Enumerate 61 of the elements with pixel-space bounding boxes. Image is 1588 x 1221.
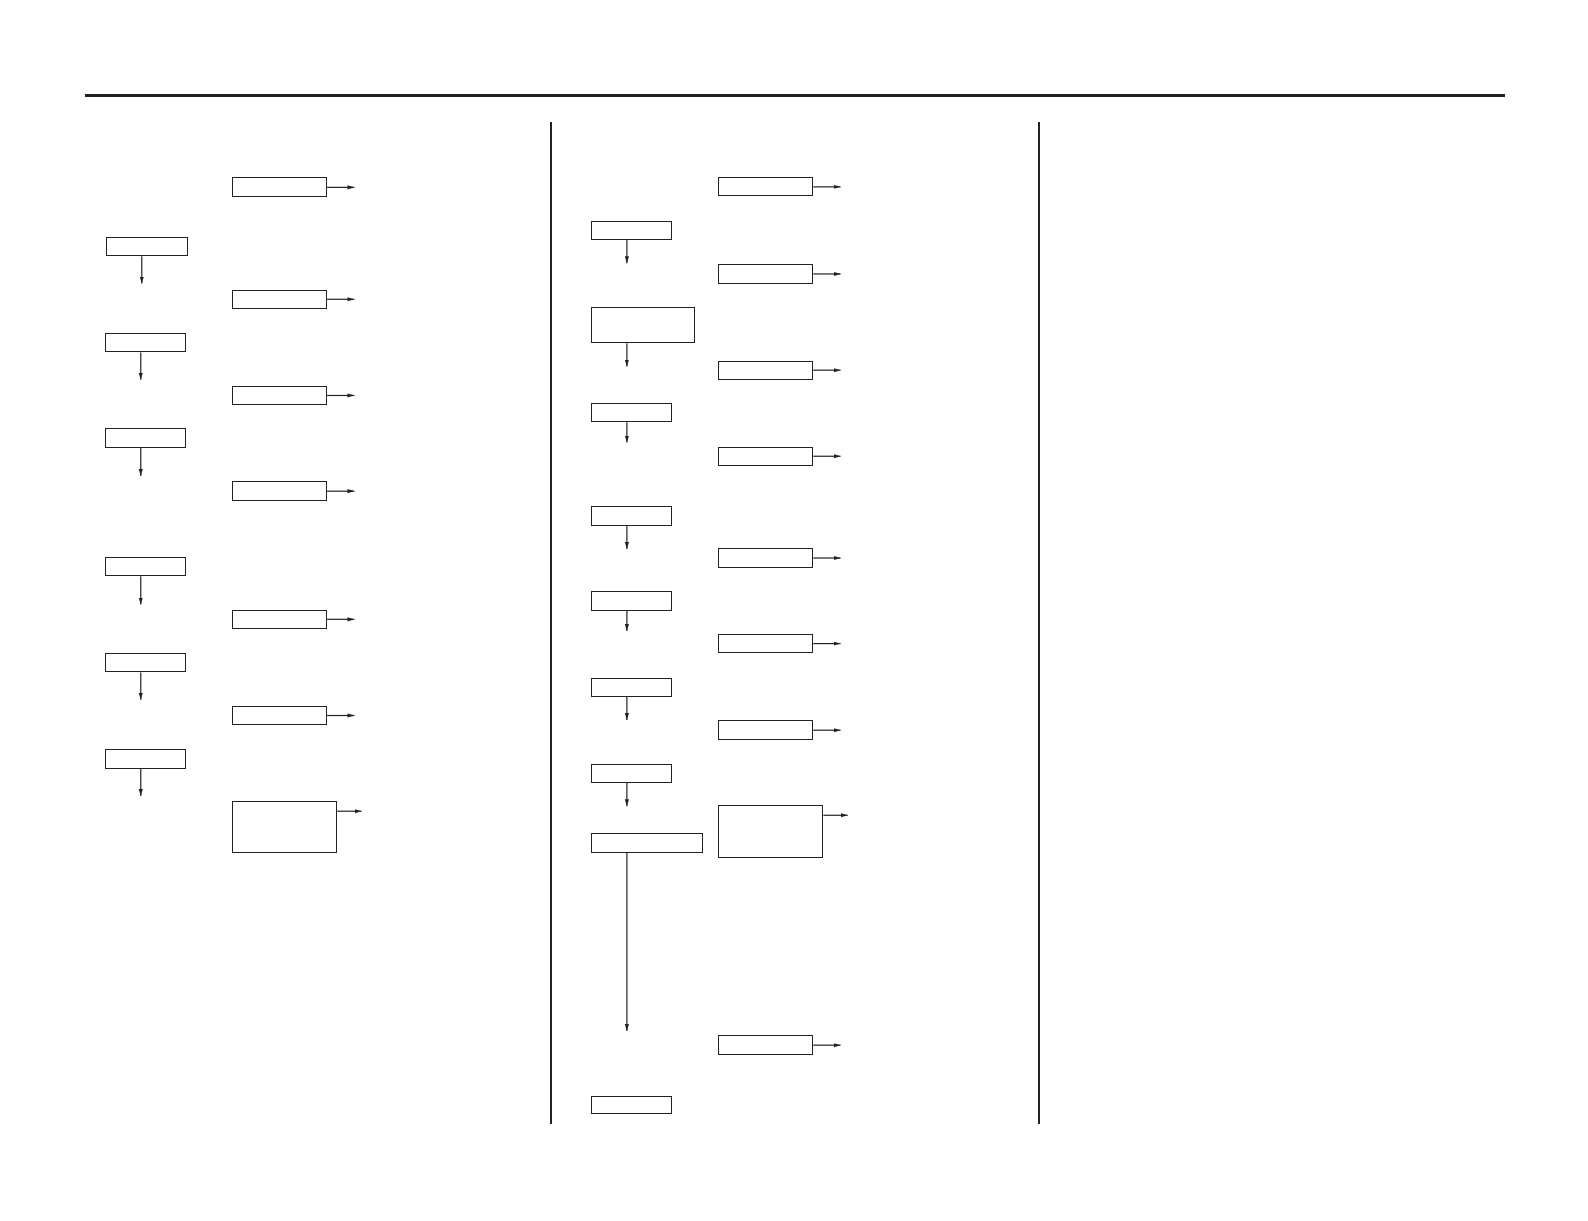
process-box xyxy=(591,833,703,853)
process-box xyxy=(718,264,814,284)
arrow xyxy=(326,393,356,398)
arrow xyxy=(624,852,629,1032)
process-box xyxy=(106,237,189,257)
process-box xyxy=(591,403,673,423)
process-box xyxy=(718,177,814,197)
arrow xyxy=(812,641,842,646)
process-box xyxy=(591,677,673,697)
process-box xyxy=(591,306,695,344)
arrow xyxy=(624,239,629,264)
arrow xyxy=(624,696,629,721)
arrow xyxy=(138,447,143,477)
arrow xyxy=(138,575,143,606)
process-box xyxy=(591,1095,673,1114)
arrow xyxy=(812,454,842,459)
process-box xyxy=(105,653,187,673)
process-box xyxy=(718,1035,814,1056)
arrow xyxy=(812,368,842,373)
process-box xyxy=(231,177,328,198)
process-box xyxy=(718,720,814,741)
process-box xyxy=(231,385,328,406)
process-box xyxy=(105,333,187,353)
arrow xyxy=(624,782,629,807)
arrow xyxy=(326,297,356,302)
process-box xyxy=(105,557,187,577)
arrow xyxy=(812,271,842,277)
process-box xyxy=(718,360,814,380)
process-box xyxy=(231,481,328,502)
process-box xyxy=(231,609,328,629)
process-box xyxy=(718,634,814,654)
arrow xyxy=(812,1043,842,1048)
arrow xyxy=(624,610,629,632)
arrow xyxy=(139,255,144,285)
process-box xyxy=(231,801,338,853)
arrow xyxy=(138,768,143,797)
process-box xyxy=(105,428,187,448)
process-box xyxy=(231,705,328,726)
process-box xyxy=(591,506,673,526)
arrow xyxy=(326,617,356,622)
process-box xyxy=(231,289,328,309)
arrow xyxy=(138,671,143,701)
process-box xyxy=(105,749,187,769)
arrow xyxy=(336,809,363,814)
arrow xyxy=(624,525,629,550)
arrow xyxy=(138,351,143,381)
process-box xyxy=(718,805,824,858)
arrow xyxy=(326,489,356,494)
arrow xyxy=(624,421,629,444)
arrow xyxy=(624,342,629,368)
arrow xyxy=(326,713,356,718)
arrow xyxy=(326,185,356,190)
arrow xyxy=(822,813,849,818)
process-box xyxy=(591,591,673,611)
process-box xyxy=(718,547,814,569)
process-box xyxy=(718,446,814,466)
arrow xyxy=(812,728,842,733)
process-box xyxy=(591,763,673,783)
arrow xyxy=(812,555,842,561)
arrow xyxy=(812,184,842,189)
process-box xyxy=(591,220,673,240)
